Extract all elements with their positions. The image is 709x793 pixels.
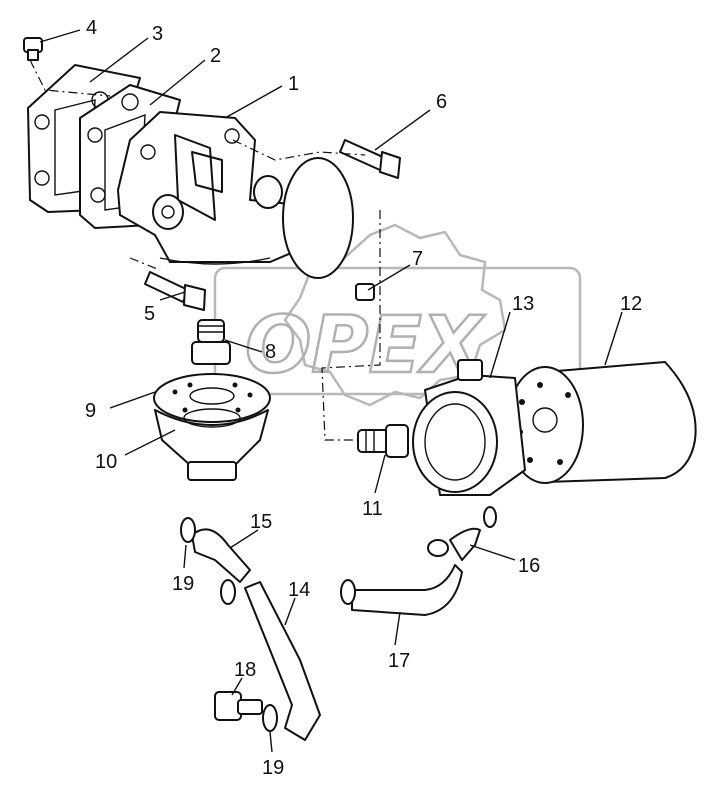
oil-filter-part-12	[506, 361, 697, 484]
callout-8: 8	[265, 341, 276, 363]
callout-4: 4	[86, 17, 97, 39]
callout-6: 6	[436, 91, 447, 113]
callout-9: 9	[85, 400, 96, 422]
callout-15: 15	[250, 511, 272, 533]
callout-3: 3	[152, 23, 163, 45]
callout-leaders	[39, 29, 623, 753]
gasket-part-9	[153, 373, 271, 423]
callout-5: 5	[144, 303, 155, 325]
fitting-part-18	[214, 691, 263, 721]
callout-13: 13	[512, 293, 534, 315]
callout-labels: 4 3 2 1 6 7 5 8 13 12 9 10 11 15 16 19 1…	[85, 17, 642, 779]
assembly-centerlines	[29, 59, 381, 441]
callout-2: 2	[210, 45, 221, 67]
hose-part-14	[244, 581, 321, 741]
hose-part-16	[449, 527, 481, 561]
callout-11: 11	[362, 498, 383, 520]
nipple-part-11	[357, 424, 409, 458]
callout-1: 1	[288, 73, 299, 95]
hose-part-15	[191, 528, 251, 583]
watermark-brand-text: OPEX	[245, 301, 486, 391]
callout-18: 18	[234, 659, 256, 681]
callout-10: 10	[95, 451, 117, 473]
callout-14: 14	[288, 579, 310, 601]
opex-watermark: OPEX	[213, 223, 582, 407]
plug-part-7	[355, 283, 375, 301]
callout-16: 16	[518, 555, 540, 577]
hose-part-17	[351, 564, 463, 616]
adapter-part-10	[154, 408, 269, 481]
callout-12: 12	[620, 293, 642, 315]
callout-19-lower: 19	[262, 757, 284, 779]
filter-head-part-1	[117, 111, 354, 279]
bolt-part-6	[339, 139, 401, 179]
filter-housing-part-13	[412, 359, 526, 496]
callout-7: 7	[412, 248, 423, 270]
clamps-part-19	[180, 506, 497, 732]
plug-part-4	[23, 37, 43, 61]
nipple-part-8	[191, 319, 231, 365]
callout-19-upper: 19	[172, 573, 194, 595]
callout-17: 17	[388, 650, 410, 672]
